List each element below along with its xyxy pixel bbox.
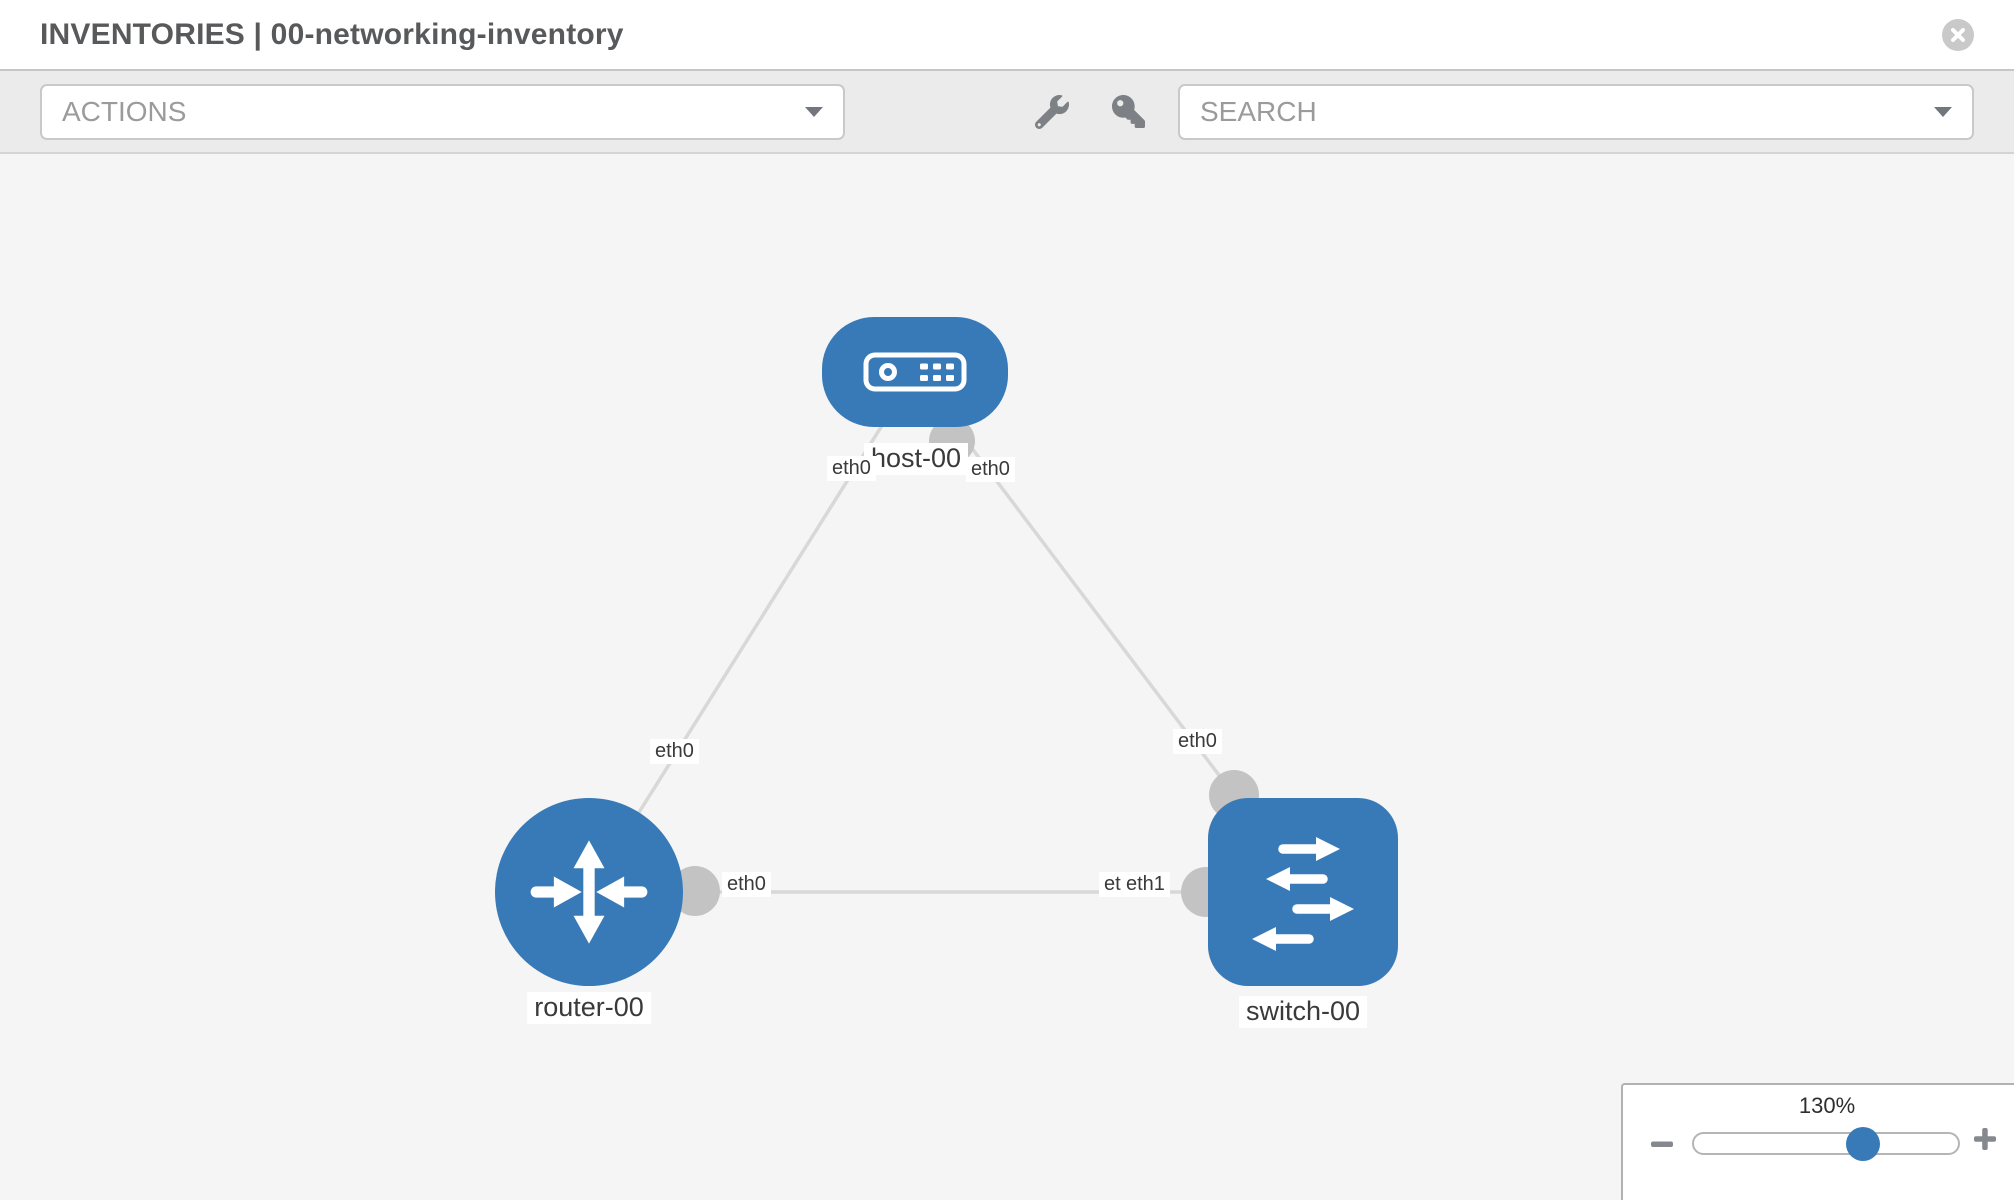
topology-canvas[interactable]: host-00 router-00 switch-00 eth0 eth0 et…: [0, 154, 2014, 1200]
zoom-slider-thumb[interactable]: [1845, 1126, 1880, 1161]
actions-dropdown[interactable]: ACTIONS: [40, 83, 845, 140]
node-label-host: host-00: [863, 443, 969, 475]
credentials-button[interactable]: [1110, 94, 1146, 130]
host-icon: [863, 352, 967, 392]
node-router-00[interactable]: [495, 798, 683, 986]
modal-header: INVENTORIES | 00-networking-inventory: [0, 0, 2014, 71]
zoom-slider-track[interactable]: [1692, 1126, 1960, 1161]
links-layer: [587, 371, 1259, 917]
search-dropdown-label: SEARCH: [1200, 95, 1317, 127]
plus-icon: [1974, 1128, 1996, 1150]
interface-label-switch-eth1: eth1: [1121, 872, 1170, 897]
close-icon: [1951, 28, 1965, 42]
interface-label-router-eth0: eth0: [650, 739, 699, 764]
chevron-down-icon: [1934, 106, 1952, 117]
switch-icon: [1252, 837, 1354, 951]
interface-label-host-eth0-right: eth0: [966, 457, 1015, 482]
node-switch-00[interactable]: [1208, 798, 1398, 986]
node-label-switch: switch-00: [1238, 996, 1368, 1028]
toolbar: ACTIONS SEARCH: [0, 71, 2014, 154]
zoom-control-panel: 130%: [1621, 1083, 2014, 1200]
key-icon: [1111, 95, 1145, 128]
interface-label-router-eth0-link: eth0: [722, 872, 771, 897]
close-button[interactable]: [1942, 19, 1974, 51]
minus-icon: [1651, 1141, 1673, 1147]
actions-dropdown-label: ACTIONS: [62, 95, 187, 127]
node-host-00[interactable]: [822, 317, 1008, 427]
chevron-down-icon: [805, 106, 823, 117]
wrench-icon: [1035, 94, 1069, 129]
search-dropdown[interactable]: SEARCH: [1178, 83, 1974, 140]
toolbar-icon-group: [1034, 94, 1146, 130]
interface-label-switch-eth0: eth0: [1173, 729, 1222, 754]
interface-dot-router-eth0: [670, 866, 720, 916]
configure-button[interactable]: [1034, 94, 1070, 130]
router-icon: [530, 840, 648, 944]
page-title: INVENTORIES | 00-networking-inventory: [40, 17, 624, 51]
node-label-router: router-00: [527, 992, 651, 1024]
zoom-out-button[interactable]: [1649, 1131, 1675, 1162]
zoom-level-value: 130%: [1798, 1093, 1856, 1118]
interface-label-host-eth0-left: eth0: [827, 456, 876, 481]
zoom-in-button[interactable]: [1971, 1125, 1999, 1158]
